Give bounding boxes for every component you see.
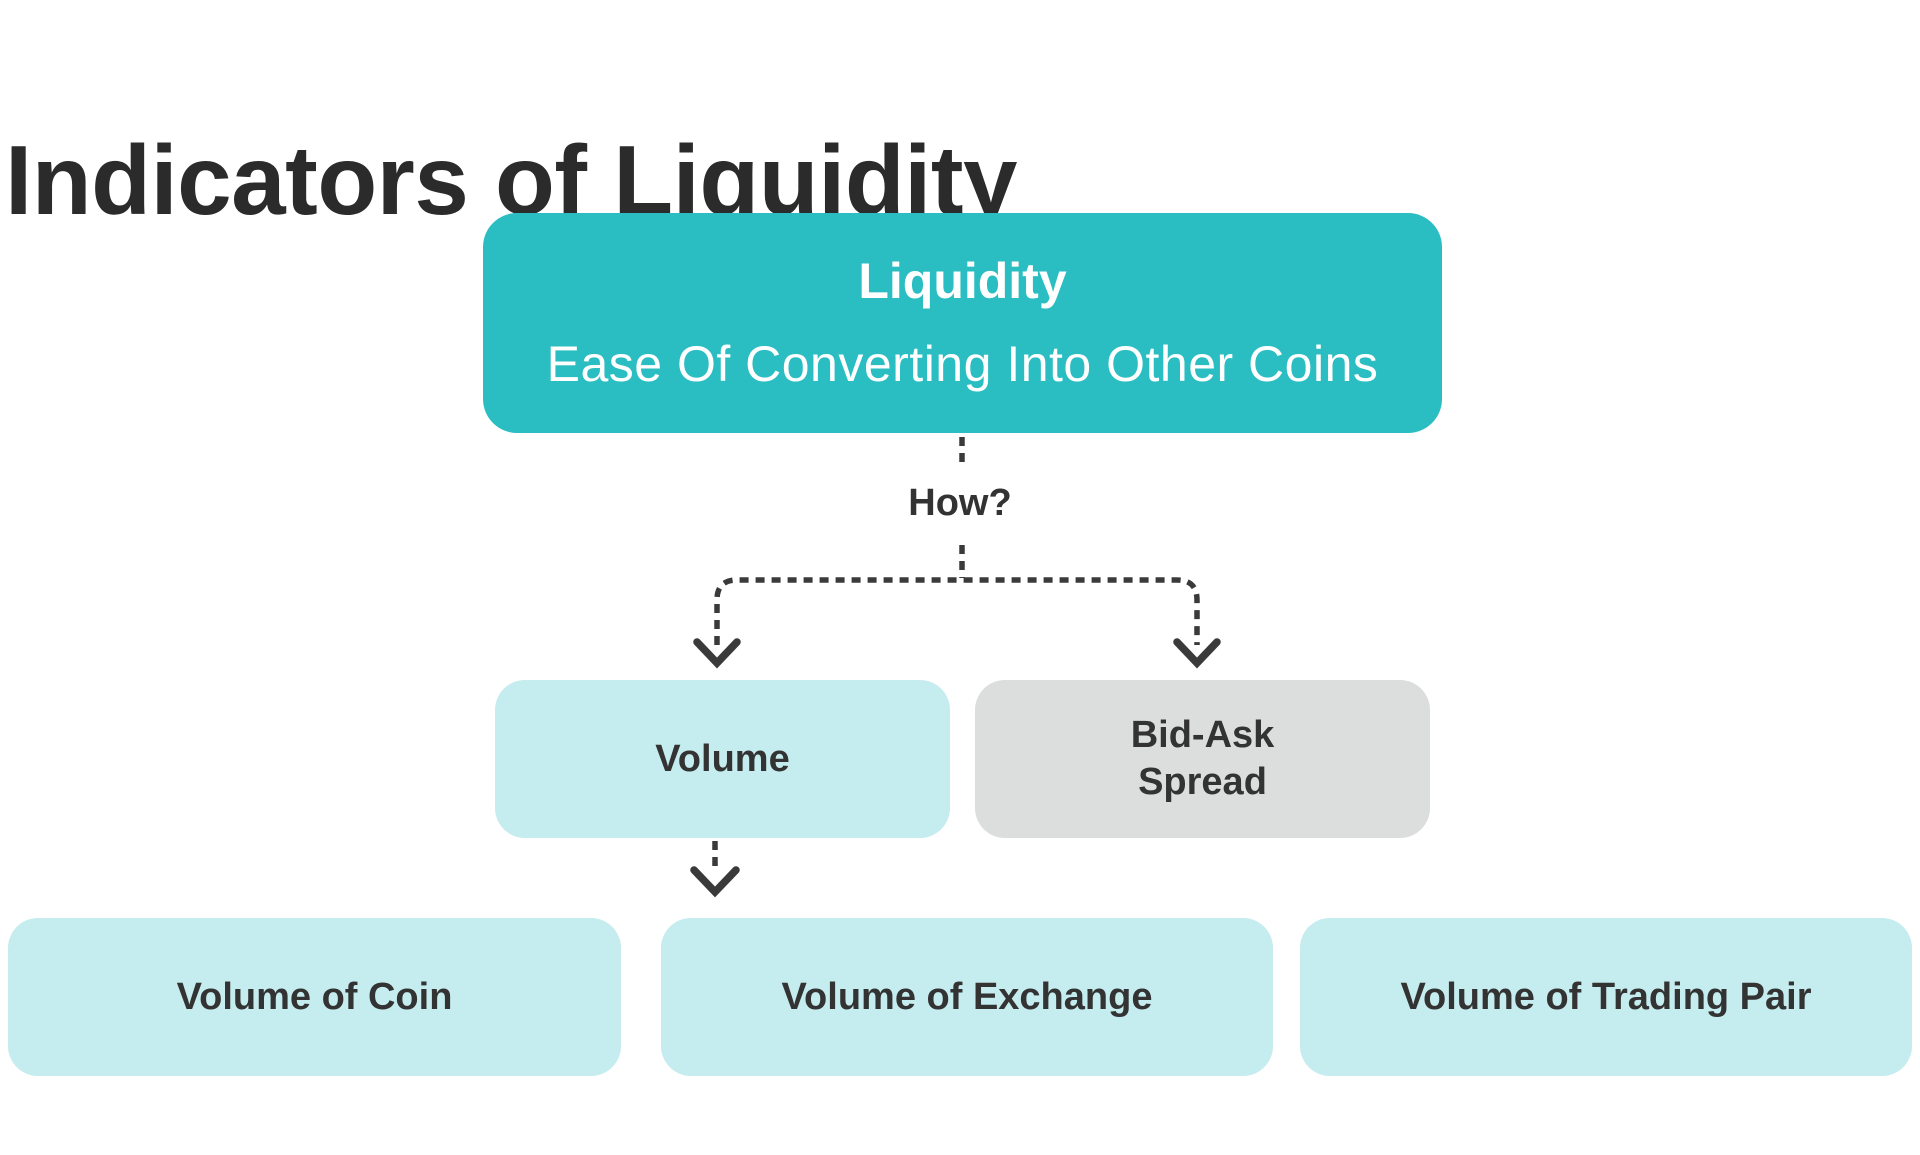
arrowhead-right-icon bbox=[1173, 638, 1221, 669]
node-volume-of-exchange-label: Volume of Exchange bbox=[781, 975, 1153, 1018]
node-liquidity-subtitle: Ease Of Converting Into Other Coins bbox=[546, 336, 1379, 392]
node-bid-ask-label-line2: Spread bbox=[1138, 761, 1267, 803]
node-volume: Volume bbox=[495, 680, 950, 838]
node-liquidity-title: Liquidity bbox=[858, 252, 1067, 309]
arrowhead-left-icon bbox=[693, 638, 741, 669]
node-volume-of-coin: Volume of Coin bbox=[8, 918, 621, 1076]
how-label: How? bbox=[908, 482, 1012, 524]
node-volume-of-trading-pair: Volume of Trading Pair bbox=[1300, 918, 1912, 1076]
node-liquidity: Liquidity Ease Of Converting Into Other … bbox=[483, 213, 1442, 433]
arrowhead-volume-icon bbox=[690, 866, 740, 898]
node-volume-label: Volume bbox=[655, 737, 790, 780]
node-volume-of-trading-pair-label: Volume of Trading Pair bbox=[1400, 975, 1812, 1018]
node-bid-ask-spread: Bid-Ask Spread bbox=[975, 680, 1430, 838]
page-title: Indicators of Liquidity bbox=[5, 124, 1018, 235]
node-volume-of-coin-label: Volume of Coin bbox=[176, 975, 453, 1018]
dashed-branch-connector bbox=[714, 577, 1200, 645]
node-bid-ask-label-line1: Bid-Ask bbox=[1130, 713, 1275, 756]
node-volume-of-exchange: Volume of Exchange bbox=[661, 918, 1273, 1076]
